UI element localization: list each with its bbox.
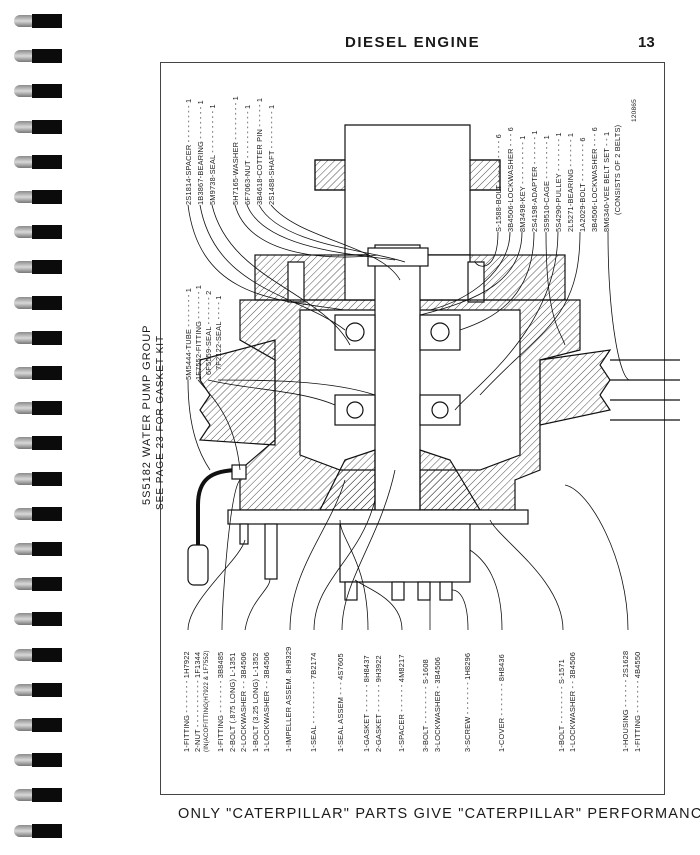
page-number: 13 <box>638 34 655 51</box>
bolt <box>264 523 278 580</box>
binding-ring <box>12 14 64 28</box>
cover <box>339 523 471 583</box>
part-label: 1-LOCKWASHER - - 3B4506 <box>262 651 271 752</box>
part-label: 1-FITTING - - - - - - - 1H7922 <box>182 651 191 752</box>
binding-ring <box>12 225 64 240</box>
group-note: SEE PAGE 23 FOR GASKET KIT <box>155 334 166 510</box>
part-label: 8M6340-VEE BELT SET - - 1 <box>602 131 611 232</box>
binding-ring <box>12 366 64 380</box>
binding-ring <box>12 471 64 486</box>
part-label: 3S9510-CAGE - - - - - - - - 1 <box>542 135 551 232</box>
binding-ring <box>12 119 64 134</box>
part-label: 7F2122-SEAL - - - - 1 <box>214 295 223 370</box>
bolt <box>239 523 249 545</box>
part-label: 3-LOCKWASHER - 3B4506 <box>433 656 442 752</box>
part-label: 8M3498-KEY - - - - - - - - - 1 <box>518 135 527 232</box>
part-label: 6F7063-NUT - - - - - - - - - - 1 <box>243 104 252 205</box>
bolt <box>287 261 305 303</box>
binding-ring <box>12 190 64 204</box>
diagram-frame <box>160 62 665 795</box>
part-label: 5S4290-PULLEY - - - - - - - 1 <box>554 132 563 232</box>
drawing-number: 120865 <box>631 99 638 122</box>
part-label: 1A2029-BOLT - - - - - - - - 6 <box>578 137 587 232</box>
binding-ring <box>12 542 64 556</box>
binding-ring <box>12 788 64 803</box>
part-label: 1-SEAL - - - - - - - - - 7B2174 <box>309 652 318 752</box>
part-label-note: (CONSISTS OF 2 BELTS) <box>613 124 622 215</box>
part-label: 2-NUT - - - - - - - - - - 1F1344 <box>193 651 202 752</box>
binding-ring <box>12 295 64 310</box>
part-label: 2S4198-ADAPTER - - - - - - 1 <box>530 130 539 232</box>
binding-ring <box>12 84 64 99</box>
part-label: 1-HOUSING - - - - - - 2S1628 <box>621 650 630 752</box>
part-label: 6F5559-SEAL - - - - - - 2 <box>204 290 213 375</box>
part-label: 3-BOLT - - - - - - - - S-1608 <box>421 659 430 752</box>
part-label: 2-LOCKWASHER - - 3B4506 <box>239 651 248 752</box>
spiral-binding <box>0 0 70 855</box>
binding-ring <box>12 718 64 732</box>
part-label: 1-FITTING - - - - - - - 4B4550 <box>633 651 642 752</box>
binding-ring <box>12 260 64 275</box>
part-label: 3B4506-LOCKWASHER - - - 6 <box>590 127 599 232</box>
cover-bolts <box>344 581 453 601</box>
part-label: 1-FITTING - - - - - - - 3B8485 <box>216 651 225 752</box>
tube <box>196 468 241 545</box>
binding-ring <box>12 506 64 521</box>
page-header: DIESEL ENGINE <box>345 34 481 51</box>
bearings <box>334 314 461 426</box>
part-label: 3-SCREW - - - - - - - 1H8296 <box>463 652 472 752</box>
part-label: 1-IMPELLER ASSEM. 8H9329 <box>284 646 293 752</box>
part-label: 1-COVER - - - - - - - 8H8436 <box>497 654 506 752</box>
binding-ring <box>12 612 64 627</box>
part-label: 1B3867-BEARING - - - - - - - 1 <box>196 100 205 205</box>
binding-ring <box>12 436 64 451</box>
part-label: S-1588-BOLT - - - - - - - - - 6 <box>494 134 503 232</box>
pulley-left <box>198 339 276 446</box>
page-footer: ONLY "CATERPILLAR" PARTS GIVE "CATERPILL… <box>178 806 700 822</box>
binding-ring <box>12 647 64 662</box>
fitting <box>187 544 209 586</box>
part-label: 2S1488-SHAFT - - - - - - - - 1 <box>267 104 276 205</box>
group-title: 5S5182 WATER PUMP GROUP <box>141 324 153 505</box>
part-label: 3B4618-COTTER PIN - - - - - 1 <box>255 97 264 205</box>
fitting <box>231 464 247 480</box>
part-label: 2S1814-SPACER - - - - - - - - 1 <box>184 98 193 205</box>
part-label: 1F7552-FITTING - - - - - - 1 <box>194 284 203 380</box>
binding-ring <box>12 401 64 416</box>
shaft <box>374 244 421 511</box>
binding-ring <box>12 577 64 592</box>
part-label-note: (IN(ACOFITTING(H7922 & 1F7552) <box>204 650 210 752</box>
part-label: 5M9738-SEAL - - - - - - - - - 1 <box>208 104 217 205</box>
binding-ring <box>12 753 64 768</box>
part-label: 1-BOLT (3.25 LONG) L-1352 <box>251 652 260 752</box>
part-label: 2-GASKET - - - - - - 9H3922 <box>374 655 383 752</box>
base-flange <box>227 509 529 525</box>
binding-ring <box>12 330 64 345</box>
pulley-right <box>539 349 612 426</box>
part-label: 1-LOCKWASHER - - 3B4506 <box>568 651 577 752</box>
part-label: 2L5271-BEARING - - - - - - 1 <box>566 132 575 232</box>
part-label: 3B4506-LOCKWASHER - - - 6 <box>506 127 515 232</box>
part-label: 1-SEAL ASSEM - - - 4S7605 <box>336 653 345 752</box>
part-label: 1-BOLT - - - - - - - - S-1571 <box>557 659 566 752</box>
binding-ring <box>12 823 64 838</box>
binding-ring <box>12 682 64 697</box>
part-label: 5M5444-TUBE - - - - - - - 1 <box>184 287 193 380</box>
part-label: 2-BOLT (.875 LONG) L-1351 <box>228 652 237 752</box>
part-label: 1-GASKET - - - - - - 8H8437 <box>362 655 371 752</box>
binding-ring <box>12 49 64 64</box>
part-label: 1-SPACER - - - - - - 4M8217 <box>397 654 406 752</box>
binding-ring <box>12 154 64 169</box>
part-label: 5H7165-WASHER - - - - - - - - 1 <box>231 96 240 205</box>
